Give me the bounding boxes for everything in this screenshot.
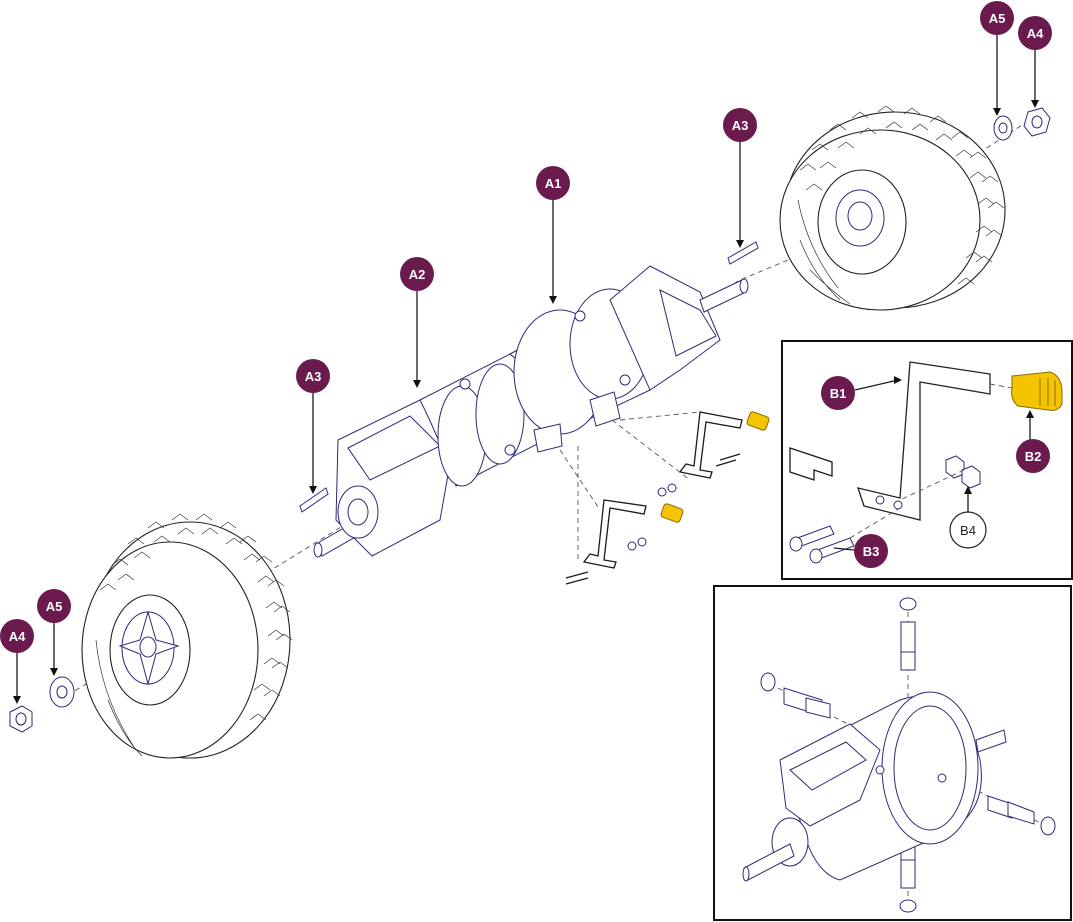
inset-b-lever [789, 361, 1063, 564]
washer-a5-right [993, 115, 1013, 141]
lever-dash-guides [559, 411, 701, 560]
callout-a4-left-label: A4 [9, 629, 26, 644]
freewheel-lever-upper [657, 411, 770, 497]
callout-a4-top-label: A4 [1027, 26, 1044, 41]
callout-a5-top[interactable]: A5 [980, 1, 1014, 35]
callout-a4-top[interactable]: A4 [1018, 16, 1052, 50]
knob-b2 [1011, 371, 1063, 411]
freewheel-lever-lower [565, 499, 684, 585]
callout-b2-label: B2 [1025, 449, 1042, 464]
callout-b1[interactable]: B1 [821, 376, 855, 410]
callout-a5-left-label: A5 [46, 599, 63, 614]
callout-a1[interactable]: A1 [536, 166, 570, 200]
inset-motor-frame [713, 585, 1072, 921]
left-wheel [81, 513, 293, 759]
callout-a5-left[interactable]: A5 [37, 589, 71, 623]
callout-a4-left[interactable]: A4 [0, 619, 34, 653]
key-a3-right [727, 241, 759, 265]
inset-b-frame [781, 340, 1073, 580]
screws-b3 [789, 525, 855, 564]
callout-a3-top-label: A3 [732, 118, 749, 133]
callout-b4[interactable]: B4 [949, 511, 987, 549]
callout-a2[interactable]: A2 [400, 257, 434, 291]
callout-b3[interactable]: B3 [854, 534, 888, 568]
callout-a3-left-label: A3 [305, 369, 322, 384]
key-a3-left [299, 487, 329, 513]
washer-a5-left [49, 676, 75, 708]
transaxle-assembly [313, 265, 749, 558]
callout-a2-label: A2 [409, 267, 426, 282]
callout-a3-left[interactable]: A3 [296, 359, 330, 393]
nuts-b4 [945, 455, 981, 489]
inset-motor-drawing [742, 597, 1056, 913]
nut-a4-right [1023, 107, 1051, 137]
callout-b4-label: B4 [960, 523, 976, 538]
nut-a4-left [9, 705, 33, 733]
callout-a5-top-label: A5 [989, 11, 1006, 26]
leader-lines [13, 34, 1039, 704]
callout-a1-label: A1 [545, 176, 562, 191]
callout-b1-label: B1 [830, 386, 847, 401]
callout-b2[interactable]: B2 [1016, 439, 1050, 473]
callout-b3-label: B3 [863, 544, 880, 559]
right-wheel [779, 105, 1006, 311]
callout-a3-top[interactable]: A3 [723, 108, 757, 142]
